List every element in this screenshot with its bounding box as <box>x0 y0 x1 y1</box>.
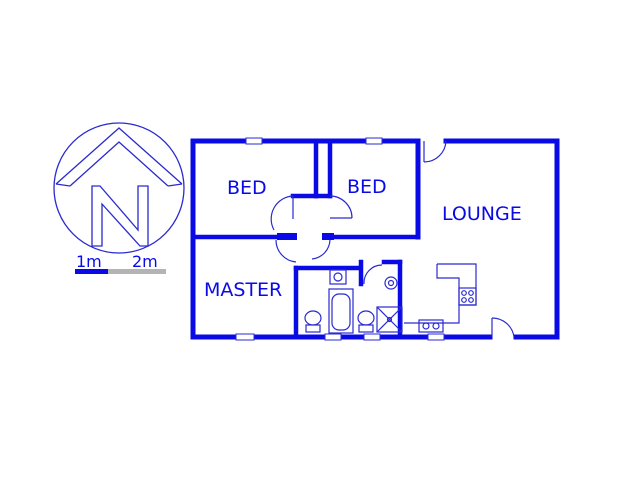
room-label-bed-1: BED <box>227 177 267 199</box>
shower-icon <box>376 306 403 333</box>
fixtures <box>304 263 477 334</box>
room-label-master: MASTER <box>204 279 282 301</box>
windows <box>235 137 445 341</box>
bathtub-icon <box>328 288 354 334</box>
kitchen-counter <box>404 263 477 324</box>
doors <box>270 140 515 338</box>
interior-walls <box>193 138 421 337</box>
sink-icon <box>418 319 444 333</box>
basin-icon <box>384 276 398 290</box>
scale-label-1m: 1m <box>76 252 102 271</box>
scale-bar: 1m 2m <box>75 252 166 274</box>
wall-stubs <box>277 233 334 240</box>
stove-icon <box>458 287 477 306</box>
toilet-icon <box>357 310 375 333</box>
toilet-icon <box>304 310 322 333</box>
scale-label-2m: 2m <box>132 252 158 271</box>
scale-bar-2m-segment <box>108 269 166 274</box>
room-label-lounge: LOUNGE <box>442 203 522 225</box>
basin-icon <box>329 269 347 285</box>
room-label-bed-2: BED <box>347 176 387 198</box>
north-arrow-icon <box>53 122 185 254</box>
scale-bar-1m-segment <box>75 269 108 274</box>
